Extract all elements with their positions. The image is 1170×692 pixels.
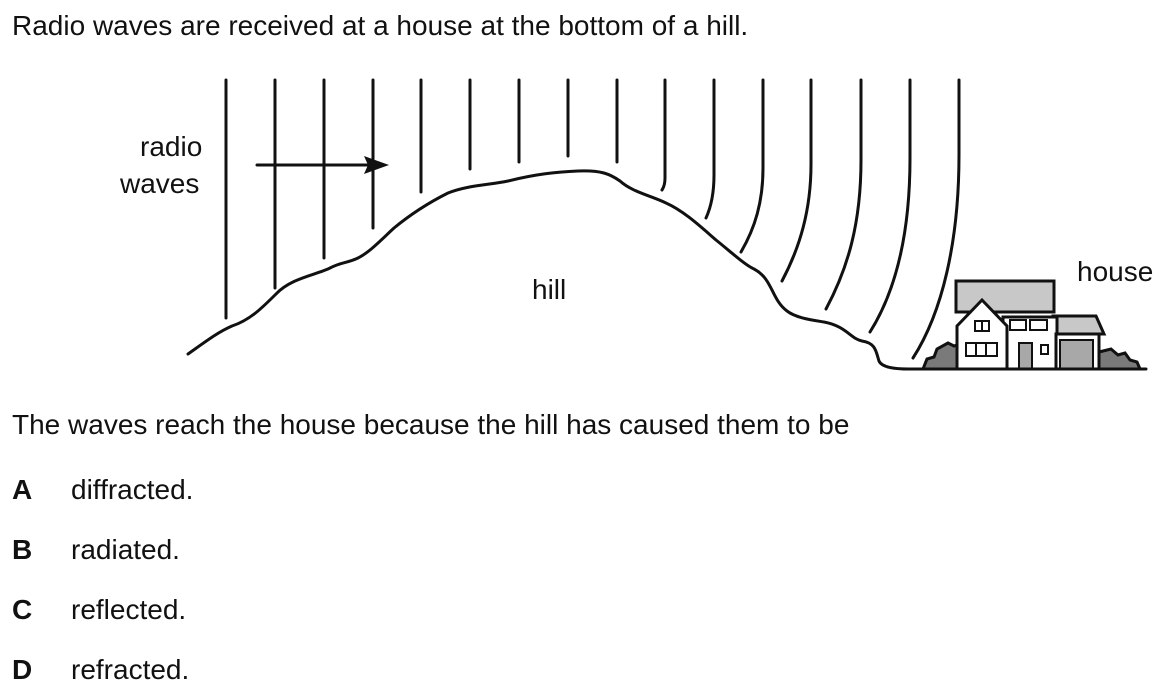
front-door — [1018, 342, 1033, 370]
waves-label: waves — [120, 168, 200, 199]
wave-front-10 — [660, 78, 667, 192]
house-label: house — [1077, 256, 1154, 287]
upper-window-right — [1029, 319, 1048, 331]
right-shrub — [1096, 347, 1143, 371]
wave-front-15 — [868, 78, 912, 334]
left-shrub — [920, 341, 962, 371]
option-letter: C — [12, 594, 33, 625]
answer-option-a[interactable]: A diffracted. — [12, 472, 412, 508]
option-letter: A — [12, 474, 33, 505]
house-illustration — [920, 279, 1143, 371]
option-text: reflected. — [71, 594, 187, 625]
option-text: refracted. — [71, 654, 190, 685]
radio-label: radio — [140, 131, 203, 162]
radio-wave-diagram — [186, 78, 1148, 371]
wave-front-11 — [704, 78, 716, 220]
wave-front-16 — [911, 78, 961, 360]
question-intro: Radio waves are received at a house at t… — [12, 10, 749, 41]
wave-front-13 — [780, 78, 813, 283]
hill-outline — [186, 169, 911, 371]
question-stem: The waves reach the house because the hi… — [12, 409, 850, 440]
small-window — [1040, 344, 1049, 355]
option-text: radiated. — [71, 534, 180, 565]
wave-fronts — [224, 78, 961, 360]
wave-front-14 — [824, 78, 863, 311]
lower-window — [965, 342, 998, 357]
answer-option-b[interactable]: B radiated. — [12, 532, 412, 568]
wave-direction-arrow-head — [364, 156, 389, 174]
option-text: diffracted. — [71, 474, 194, 505]
answer-option-c[interactable]: C reflected. — [12, 592, 412, 628]
wave-front-12 — [739, 78, 765, 254]
garage-door — [1059, 339, 1094, 370]
rear-roof — [954, 279, 1056, 314]
garage-roof — [1051, 314, 1107, 336]
option-letter: D — [12, 654, 33, 685]
upper-window-middle — [1009, 319, 1027, 331]
option-letter: B — [12, 534, 33, 565]
answer-option-d[interactable]: D refracted. — [12, 652, 412, 688]
hill-label: hill — [532, 274, 567, 305]
